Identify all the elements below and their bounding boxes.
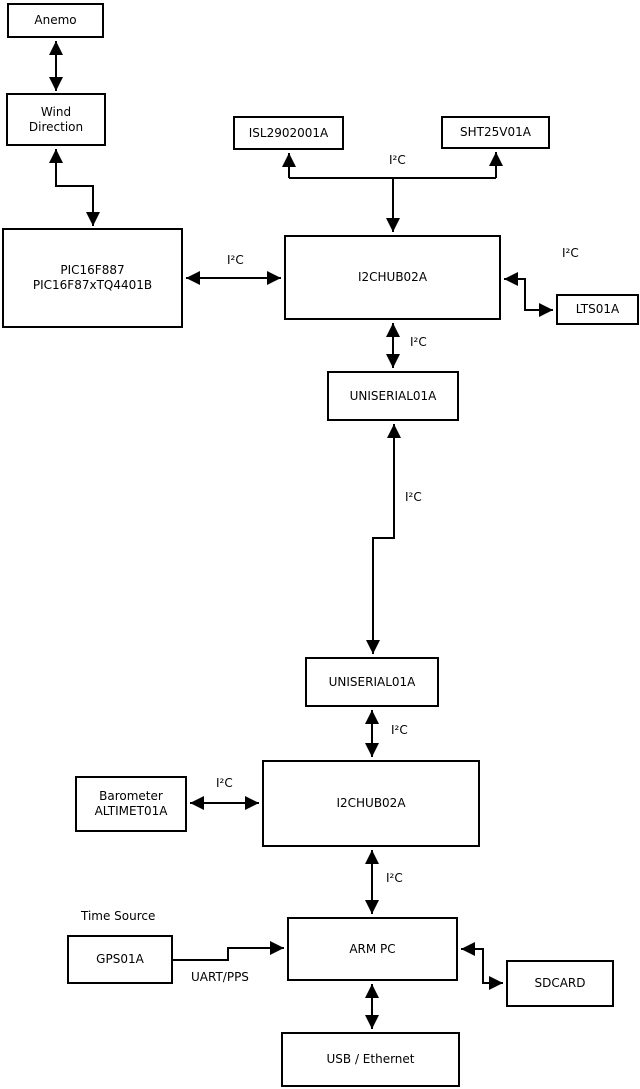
node-arm-pc: ARM PC [287,917,458,981]
node-sht25v01a-label: SHT25V01A [460,125,531,139]
label-i2c-hub1-lts: I²C [562,246,579,260]
label-i2c-hub1-uniserial1: I²C [410,335,427,349]
node-barometer: Barometer ALTIMET01A [75,776,187,832]
node-barometer-label-line2: ALTIMET01A [94,804,168,818]
connector-armpc-sdcard [461,942,503,990]
node-gps01a-label: GPS01A [96,952,144,966]
node-anemometer-label: Anemo [34,13,77,27]
label-i2c-barometer-hub2: I²C [216,776,233,790]
node-uniserial-1: UNISERIAL01A [327,371,459,421]
connector-hub1-lts [504,272,553,317]
node-lts01a: LTS01A [556,294,639,325]
node-isl2902001a: ISL2902001A [233,116,344,150]
node-usb-ethernet: USB / Ethernet [281,1032,460,1087]
label-time-source: Time Source [81,909,156,923]
label-i2c-uniserial2-hub2: I²C [391,723,408,737]
node-sdcard: SDCARD [506,960,614,1007]
connector-wind-pic [49,149,100,226]
node-arm-pc-label: ARM PC [349,941,396,956]
node-anemometer: Anemo [7,3,104,38]
connector-gps-armpc [173,941,284,961]
node-wind-direction: Wind Direction [6,93,106,146]
node-i2c-hub-1-label: I2CHUB02A [357,270,428,284]
node-i2c-hub-2-label: I2CHUB02A [336,796,406,810]
node-barometer-label-line1: Barometer [99,789,163,803]
node-wind-direction-label-line1: Wind [40,104,72,119]
node-pic-microcontroller: PIC16F887 PIC16F87xTQ4401B [2,228,183,328]
node-pic-label-line2: PIC16F87xTQ4401B [32,278,153,292]
label-i2c-hub2-armpc: I²C [386,871,403,885]
node-uniserial-2: UNISERIAL01A [305,657,439,707]
node-i2c-hub-2: I2CHUB02A [262,760,480,847]
label-uart-pps: UART/PPS [191,970,249,984]
label-i2c-pic-hub1: I²C [227,253,244,267]
node-isl2902001a-label: ISL2902001A [248,125,329,140]
node-uniserial-2-label: UNISERIAL01A [328,674,416,689]
label-i2c-uniserial-link: I²C [405,490,422,504]
node-gps01a: GPS01A [67,935,173,984]
node-uniserial-1-label: UNISERIAL01A [349,388,437,403]
connector-uniserial1-uniserial2 [366,424,401,654]
node-wind-direction-label-line2: Direction [28,119,84,134]
node-sdcard-label: SDCARD [534,976,586,990]
node-lts01a-label: LTS01A [575,302,620,316]
node-pic-label-line1: PIC16F887 [60,263,125,277]
node-sht25v01a: SHT25V01A [441,116,550,149]
node-usb-ethernet-label: USB / Ethernet [326,1052,415,1066]
node-i2c-hub-1: I2CHUB02A [284,235,501,320]
label-i2c-sensor-bus: I²C [389,153,406,167]
